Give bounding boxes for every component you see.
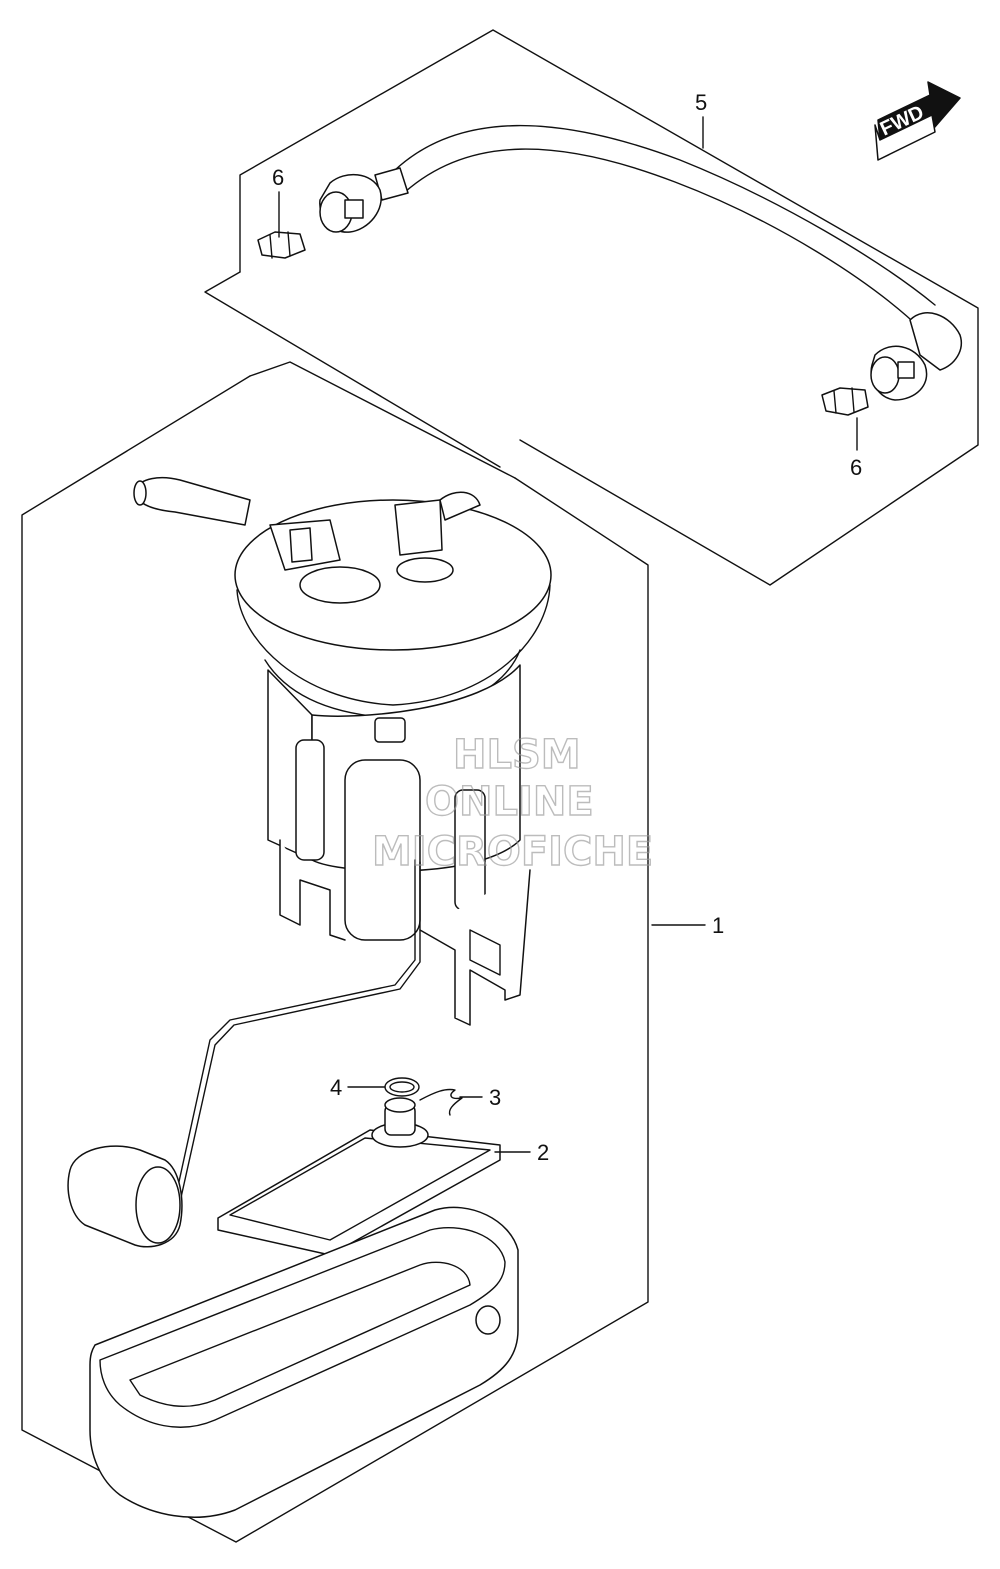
fuel-tray	[89, 1206, 519, 1518]
callout-6-label-left: 6	[272, 165, 284, 190]
callout-3-label: 3	[489, 1085, 501, 1110]
filter-clip	[419, 1088, 463, 1116]
callout-4-label: 4	[330, 1075, 342, 1100]
fuel-filter	[217, 1097, 501, 1256]
hose-clip-left	[257, 231, 306, 259]
fwd-direction-badge: FWD	[874, 81, 961, 161]
hose-kit-outline	[204, 29, 979, 586]
watermark: HLSM ONLINE MICROFICHE	[371, 731, 654, 875]
callout-1-label: 1	[712, 913, 724, 938]
watermark-line-1: HLSM	[453, 732, 581, 778]
fuel-pump-assembly	[67, 477, 552, 1248]
fuel-hose	[319, 124, 962, 401]
callout-6-label-right: 6	[850, 455, 862, 480]
hose-clip-right	[821, 387, 869, 416]
callout-2-label: 2	[537, 1140, 549, 1165]
watermark-line-2: ONLINE	[425, 779, 594, 825]
pump-kit-outline	[21, 361, 649, 1543]
watermark-line-3: MICROFICHE	[372, 829, 653, 875]
callout-5-label: 5	[695, 90, 707, 115]
callout-leaders	[278, 116, 858, 1153]
